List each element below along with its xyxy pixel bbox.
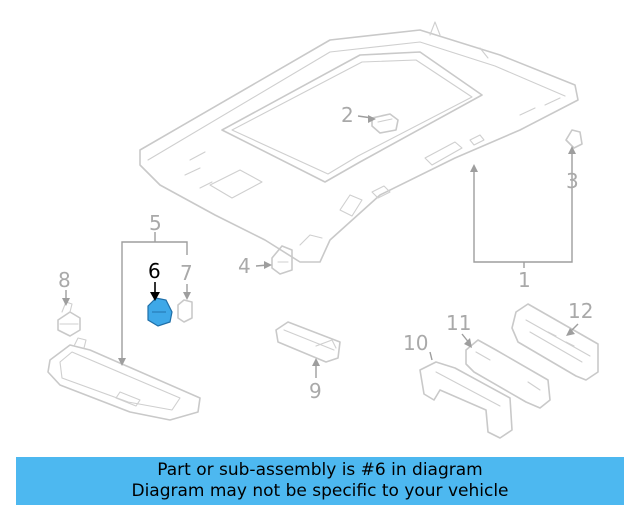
callout-3: 3 [566,169,579,193]
callout-6: 6 [148,259,161,283]
callout-11: 11 [446,311,471,335]
bracket-part-12 [511,303,599,381]
clip-part-7 [177,299,193,323]
info-banner: Part or sub-assembly is #6 in diagram Di… [16,457,624,505]
clip-part-3 [565,129,583,149]
headliner-drawing [139,21,579,263]
callout-5: 5 [149,211,162,235]
leader-lines [62,115,579,378]
banner-line-2: Diagram may not be specific to your vehi… [131,481,509,501]
grab-handle-part-10 [419,361,513,439]
callout-10: 10 [403,331,428,355]
callout-9: 9 [309,379,322,403]
callout-7: 7 [180,261,193,285]
callout-2: 2 [341,103,354,127]
holder-part-9 [275,321,341,363]
callout-4: 4 [238,254,251,278]
highlighted-part-6 [147,297,173,327]
callout-1: 1 [518,268,531,292]
callout-12: 12 [568,299,593,323]
clip-part-4 [271,245,293,275]
clip-part-8 [57,301,81,337]
bracket-part-11 [465,339,551,409]
clip-part-2 [371,113,399,134]
banner-line-1: Part or sub-assembly is #6 in diagram [157,460,483,480]
callout-8: 8 [58,268,71,292]
sun-visor-drawing [47,337,201,421]
